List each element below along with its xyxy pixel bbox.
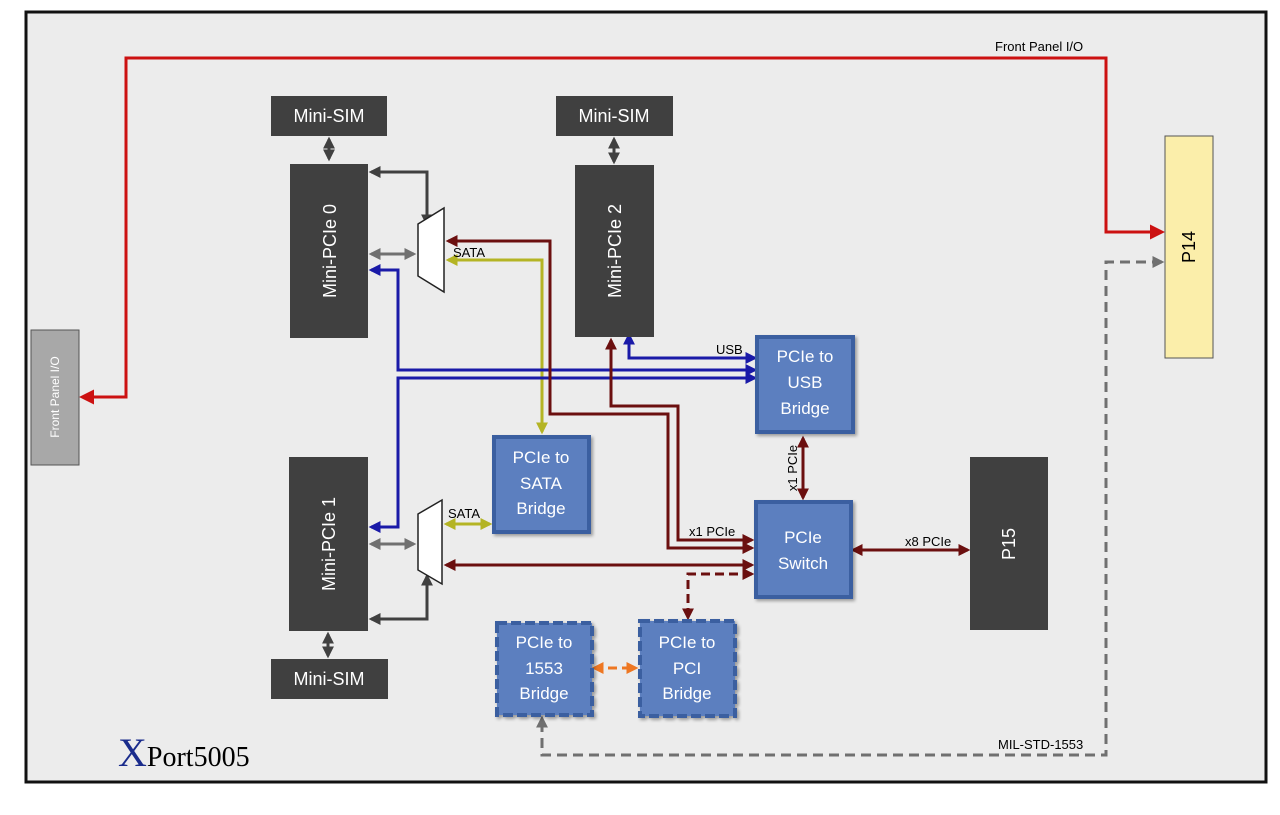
sata-mux-0 xyxy=(417,206,445,294)
pcie2-switch-pcie xyxy=(605,337,755,546)
board-title: XPort5005 xyxy=(118,730,250,775)
usb-label: USB xyxy=(716,342,743,357)
front-panel-red-link xyxy=(79,56,1165,405)
switch-pci-bridge-dashed xyxy=(682,568,755,621)
mini-sim-1: Mini-SIM xyxy=(271,659,388,699)
sata-lower-label: SATA xyxy=(448,506,480,521)
pcie-1553-line1: PCIe to xyxy=(516,633,573,652)
mini-pcie-0-label: Mini-PCIe 0 xyxy=(320,204,340,298)
front-panel-io-left-label: Front Panel I/O xyxy=(48,356,62,437)
mini-pcie-2-label: Mini-PCIe 2 xyxy=(605,204,625,298)
pcie-usb-line3: Bridge xyxy=(780,399,829,418)
mini-sim-1-label: Mini-SIM xyxy=(294,669,365,689)
mil-std-1553-label: MIL-STD-1553 xyxy=(998,737,1083,752)
p14-connector: P14 xyxy=(1164,135,1214,359)
mini-sim-2: Mini-SIM xyxy=(556,96,673,136)
pcie-pci-line1: PCIe to xyxy=(659,633,716,652)
front-panel-io-label: Front Panel I/O xyxy=(995,39,1083,54)
pcie-1553-line2: 1553 xyxy=(525,659,563,678)
mini-pcie-0: Mini-PCIe 0 xyxy=(290,164,368,338)
pcie-1553-line3: Bridge xyxy=(519,684,568,703)
p14-label: P14 xyxy=(1179,231,1199,263)
sata-upper-label: SATA xyxy=(453,245,485,260)
board-title-rest: Port5005 xyxy=(147,742,250,773)
pcie-switch-line2: Switch xyxy=(778,554,828,573)
mini-sim-0-label: Mini-SIM xyxy=(294,106,365,126)
pcie-pci-line3: Bridge xyxy=(662,684,711,703)
pcie-switch-line1: PCIe xyxy=(784,528,822,547)
pcie-to-pci-bridge: PCIe to PCI Bridge xyxy=(638,619,737,718)
pcie-usb-line1: PCIe to xyxy=(777,347,834,366)
pcie-pci-line2: PCI xyxy=(673,659,701,678)
x1-pcie-vertical-label: x1 PCIe xyxy=(785,445,800,491)
pcie-usb-line2: USB xyxy=(788,373,823,392)
front-panel-io-connector: Front Panel I/O xyxy=(30,329,80,466)
pcie-switch: PCIe Switch xyxy=(754,500,853,599)
mini-sim-0: Mini-SIM xyxy=(271,96,387,136)
pcie1-mux1-select xyxy=(368,573,433,625)
sata-mux-1 xyxy=(417,498,443,586)
mini-pcie-1: Mini-PCIe 1 xyxy=(289,457,368,631)
x1-pcie-switch-label: x1 PCIe xyxy=(689,524,735,539)
pcie-sata-line2: SATA xyxy=(520,474,563,493)
pcie-sata-line3: Bridge xyxy=(516,499,565,518)
x8-pcie-label: x8 PCIe xyxy=(905,534,951,549)
board-title-initial: X xyxy=(118,730,147,775)
mini-sim-2-label: Mini-SIM xyxy=(579,106,650,126)
pcie-sata-line1: PCIe to xyxy=(513,448,570,467)
pcie0-mux0-select xyxy=(368,166,433,227)
p15-label: P15 xyxy=(999,528,1019,560)
mini-pcie-2: Mini-PCIe 2 xyxy=(575,165,654,337)
p15-connector: P15 xyxy=(970,457,1048,630)
pcie-to-sata-bridge: PCIe to SATA Bridge xyxy=(492,435,591,534)
mil-std-1553-link xyxy=(536,256,1165,757)
pcie-to-usb-bridge: PCIe to USB Bridge xyxy=(755,335,855,434)
pcie-to-1553-bridge: PCIe to 1553 Bridge xyxy=(495,621,594,717)
mini-pcie-1-label: Mini-PCIe 1 xyxy=(319,497,339,591)
